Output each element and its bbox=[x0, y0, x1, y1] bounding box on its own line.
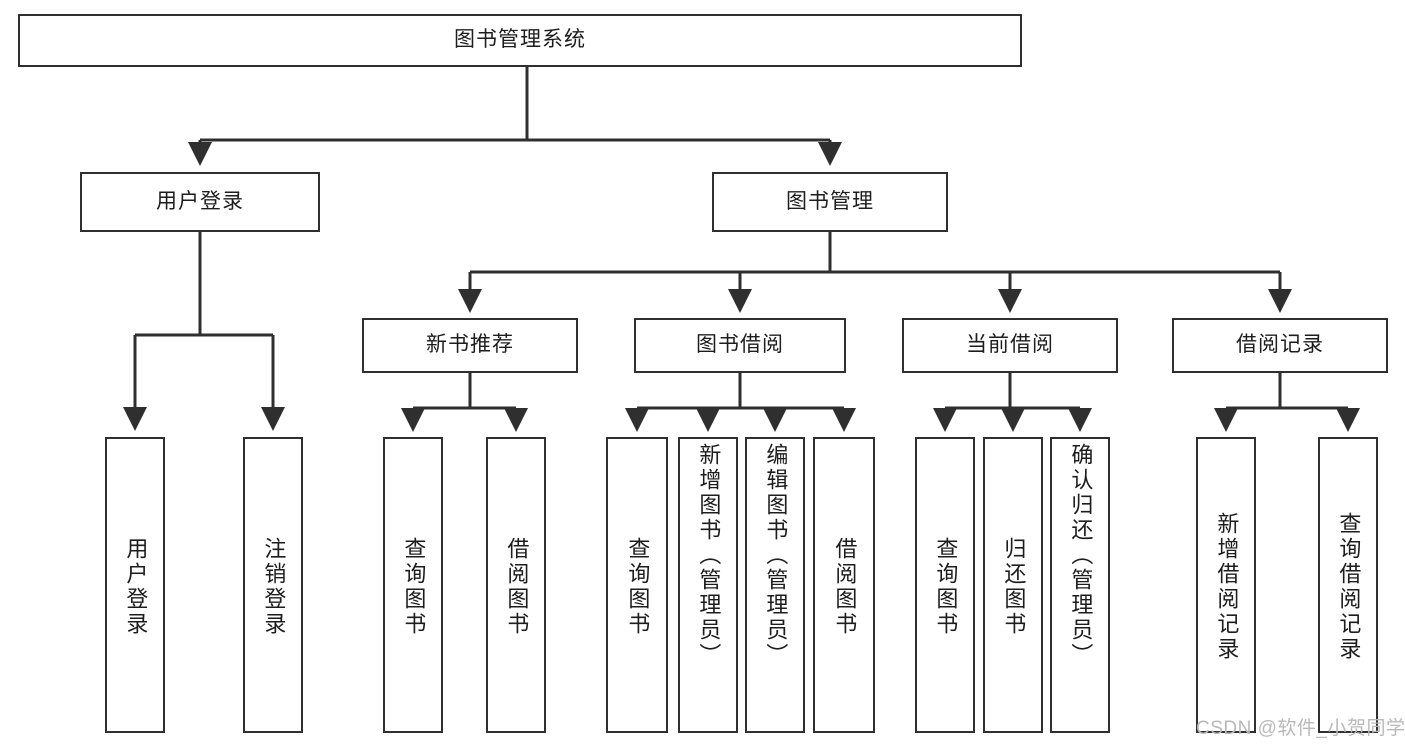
leaf-borrow-book[interactable]: 借阅图书 bbox=[813, 437, 875, 733]
node-root[interactable]: 图书管理系统 bbox=[18, 14, 1022, 67]
leaf-add-borrow-record[interactable]: 新增借阅记录 bbox=[1196, 437, 1256, 733]
leaf-query-book-current-label: 查询图书 bbox=[933, 537, 959, 637]
node-book-borrow-label: 图书借阅 bbox=[696, 333, 784, 357]
leaf-user-login-label: 用户登录 bbox=[123, 537, 149, 637]
node-book-management[interactable]: 图书管理 bbox=[712, 172, 948, 232]
leaf-borrow-book-label: 借阅图书 bbox=[832, 537, 858, 637]
leaf-logout-login[interactable]: 注销登录 bbox=[243, 437, 303, 733]
leaf-query-book-borrow-label: 查询图书 bbox=[625, 537, 651, 637]
leaf-query-book-borrow[interactable]: 查询图书 bbox=[606, 437, 668, 733]
leaf-logout-login-label: 注销登录 bbox=[261, 537, 287, 637]
leaf-borrow-book-recommend-label: 借阅图书 bbox=[504, 537, 530, 637]
leaf-edit-book-admin[interactable]: 编辑图书（管理员） bbox=[745, 437, 805, 733]
node-user-login-label: 用户登录 bbox=[156, 189, 244, 213]
leaf-query-book-recommend-label: 查询图书 bbox=[401, 537, 427, 637]
leaf-query-book-current[interactable]: 查询图书 bbox=[915, 437, 975, 733]
leaf-edit-book-admin-label: 编辑图书（管理员） bbox=[763, 443, 789, 668]
node-current-borrow[interactable]: 当前借阅 bbox=[902, 318, 1118, 373]
leaf-return-book-label: 归还图书 bbox=[1001, 537, 1027, 637]
leaf-return-book[interactable]: 归还图书 bbox=[983, 437, 1043, 733]
leaf-borrow-book-recommend[interactable]: 借阅图书 bbox=[486, 437, 546, 733]
leaf-user-login[interactable]: 用户登录 bbox=[105, 437, 165, 733]
leaf-confirm-return-admin-label: 确认归还（管理员） bbox=[1068, 443, 1094, 668]
node-root-label: 图书管理系统 bbox=[454, 28, 586, 52]
leaf-query-book-recommend[interactable]: 查询图书 bbox=[383, 437, 443, 733]
leaf-add-borrow-record-label: 新增借阅记录 bbox=[1214, 512, 1240, 662]
node-book-borrow[interactable]: 图书借阅 bbox=[634, 318, 846, 373]
leaf-add-book-admin[interactable]: 新增图书（管理员） bbox=[678, 437, 738, 733]
node-new-book-recommend[interactable]: 新书推荐 bbox=[362, 318, 578, 373]
node-current-borrow-label: 当前借阅 bbox=[966, 333, 1054, 357]
node-book-management-label: 图书管理 bbox=[786, 189, 874, 213]
node-borrow-record-label: 借阅记录 bbox=[1236, 333, 1324, 357]
leaf-query-borrow-record[interactable]: 查询借阅记录 bbox=[1318, 437, 1378, 733]
leaf-confirm-return-admin[interactable]: 确认归还（管理员） bbox=[1050, 437, 1110, 733]
node-user-login[interactable]: 用户登录 bbox=[80, 172, 320, 232]
leaf-add-book-admin-label: 新增图书（管理员） bbox=[696, 443, 722, 668]
node-new-book-recommend-label: 新书推荐 bbox=[426, 333, 514, 357]
leaf-query-borrow-record-label: 查询借阅记录 bbox=[1336, 512, 1362, 662]
node-borrow-record[interactable]: 借阅记录 bbox=[1172, 318, 1388, 373]
